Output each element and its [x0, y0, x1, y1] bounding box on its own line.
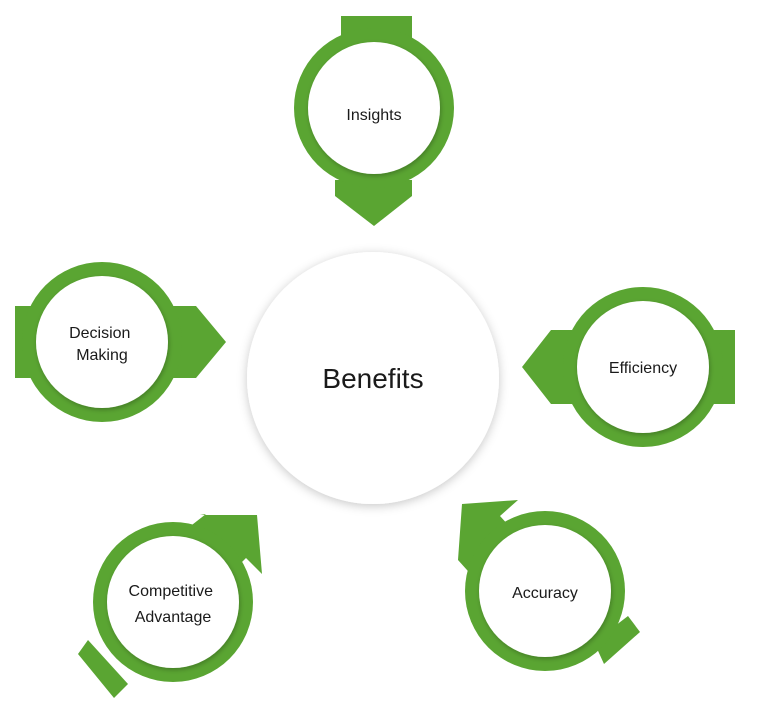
competitive-advantage-label-line-1: Competitive: [129, 583, 214, 600]
efficiency-inner: [577, 301, 709, 433]
accuracy-label: Accuracy: [512, 585, 578, 602]
center-circle: [247, 252, 499, 504]
center-node: Benefits: [247, 252, 499, 504]
decision-making-label-line-1: Decision: [69, 325, 130, 342]
node-competitive-advantage: Competitive Advantage: [78, 514, 262, 698]
decision-making-arrow-head: [170, 306, 226, 378]
efficiency-label: Efficiency: [609, 360, 677, 377]
decision-making-label-line-2: Making: [76, 347, 128, 364]
insights-label: Insights: [346, 107, 401, 124]
center-label: Benefits: [322, 363, 423, 394]
node-accuracy: Accuracy: [458, 500, 640, 671]
competitive-advantage-inner: [107, 536, 239, 668]
competitive-advantage-label: Competitive Advantage: [129, 583, 218, 626]
efficiency-label-line: Efficiency: [609, 360, 677, 377]
decision-making-label: Decision Making: [69, 325, 135, 364]
accuracy-inner: [479, 525, 611, 657]
insights-label-line: Insights: [346, 107, 401, 124]
node-efficiency: Efficiency: [522, 287, 735, 447]
competitive-advantage-arrow-tail: [78, 640, 128, 698]
insights-inner: [308, 42, 440, 174]
decision-making-inner: [36, 276, 168, 408]
node-decision-making: Decision Making: [15, 262, 226, 422]
accuracy-arrow-tail: [594, 616, 640, 664]
competitive-advantage-label-line-2: Advantage: [135, 609, 212, 626]
accuracy-label-line: Accuracy: [512, 585, 578, 602]
node-insights: Insights: [294, 16, 454, 226]
insights-arrow-head: [335, 180, 412, 226]
